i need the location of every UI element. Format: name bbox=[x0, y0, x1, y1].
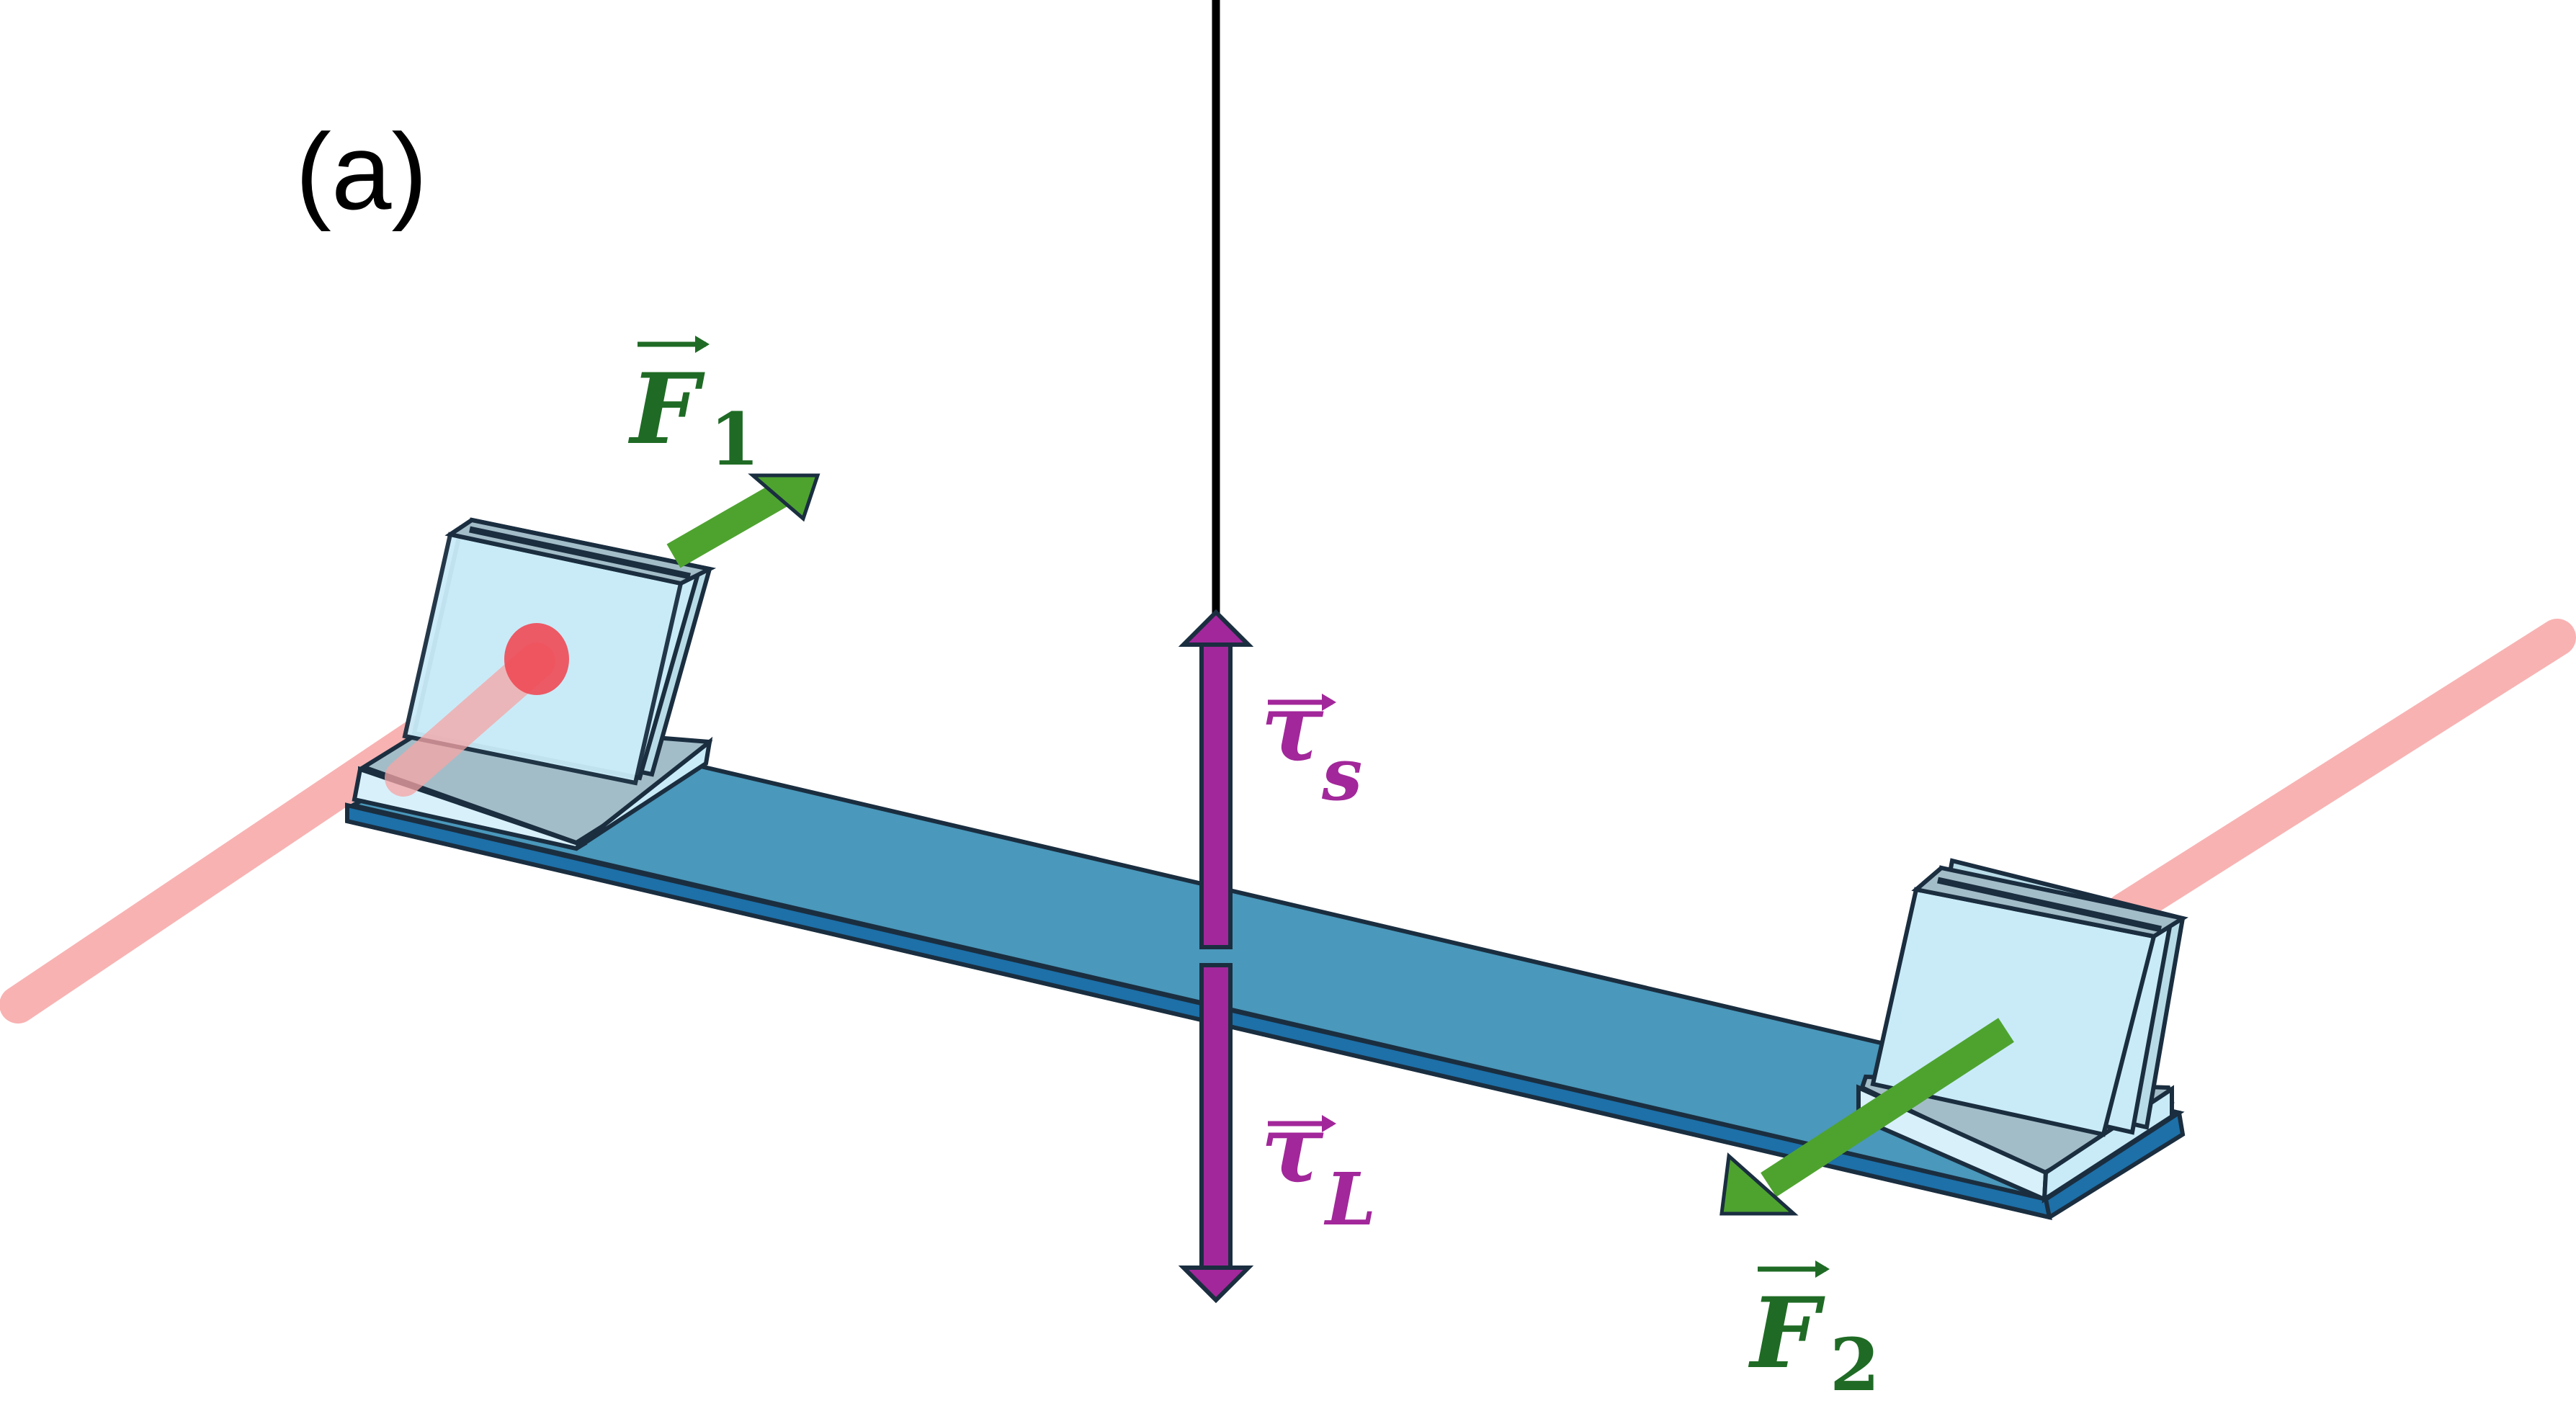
f1-arrow bbox=[666, 478, 796, 568]
panel-label: (a) bbox=[295, 111, 427, 232]
f2-label: F 2 bbox=[1748, 1260, 1880, 1407]
left-mirror-dark-stripe bbox=[469, 526, 691, 580]
f2-arrowhead bbox=[1719, 1152, 1799, 1216]
laser-spot bbox=[504, 623, 569, 695]
tau-l-label: τ L bbox=[1261, 1093, 1376, 1242]
tau-s-label: τ s bbox=[1261, 672, 1362, 817]
svg-text:F: F bbox=[627, 351, 705, 466]
beam-front-edge bbox=[345, 802, 2052, 1220]
svg-text:s: s bbox=[1321, 732, 1362, 817]
f1-arrowhead bbox=[748, 473, 820, 522]
tau-s-arrow bbox=[1178, 609, 1254, 949]
svg-text:1: 1 bbox=[710, 397, 760, 482]
f2-arrow bbox=[1761, 1018, 2014, 1197]
torsion-beam bbox=[345, 717, 2186, 1220]
svg-text:L: L bbox=[1323, 1157, 1376, 1242]
svg-text:τ: τ bbox=[1261, 672, 1324, 782]
svg-text:2: 2 bbox=[1830, 1322, 1880, 1407]
f1-label: F 1 bbox=[627, 336, 760, 482]
svg-text:F: F bbox=[1748, 1276, 1825, 1390]
right-mirror-dark-stripe bbox=[1937, 877, 2162, 933]
tau-l-arrow bbox=[1178, 963, 1254, 1304]
left-mirror-base-side bbox=[574, 736, 713, 851]
laser-beam-right bbox=[2106, 619, 2576, 930]
svg-text:τ: τ bbox=[1261, 1093, 1324, 1204]
left-mirror-assembly bbox=[352, 517, 717, 851]
